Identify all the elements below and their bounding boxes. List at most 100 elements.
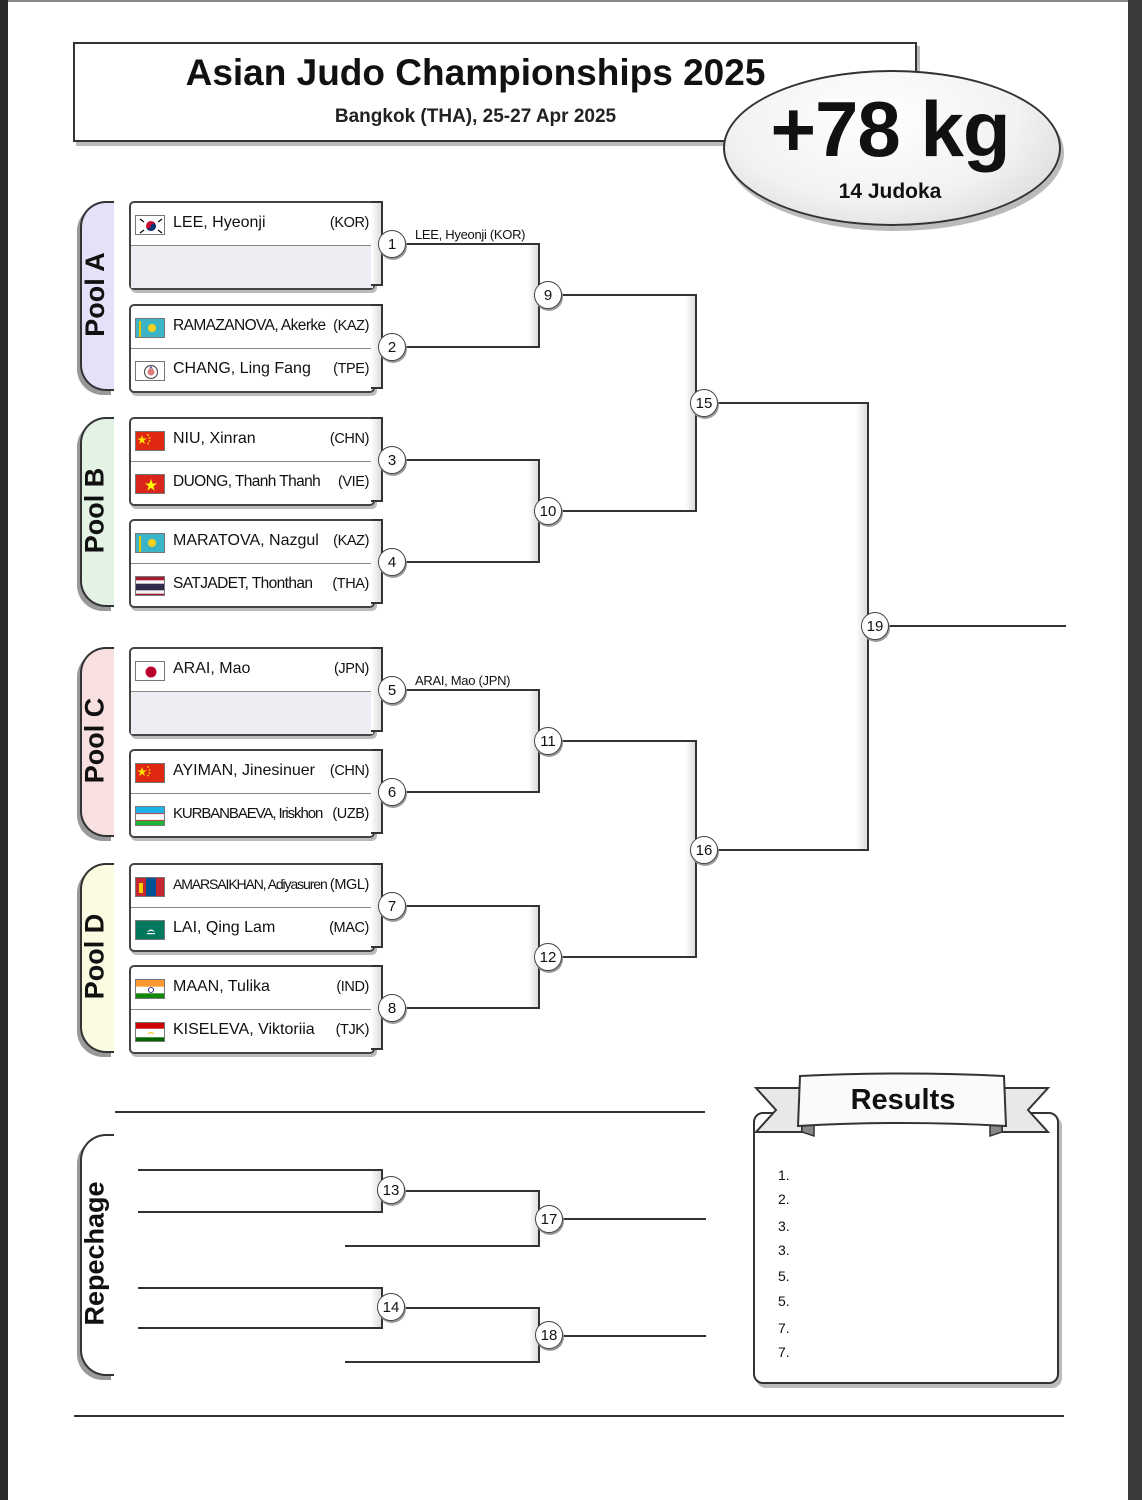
rank-1: 1. [778, 1167, 790, 1183]
contest-number-12[interactable]: 12 [534, 943, 562, 971]
contest-number-8[interactable]: 8 [378, 994, 406, 1022]
line-final-out [869, 625, 1066, 627]
competitor-row[interactable]: LEE, Hyeonji (KOR) [131, 203, 373, 246]
competitor-country: (MAC) [329, 920, 369, 936]
vie-flag-icon [135, 474, 165, 494]
competitor-row[interactable]: KISELEVA, Viktoriia (TJK) [131, 1010, 373, 1052]
repechage-separator [115, 1111, 705, 1113]
pool-c-label: Pool C [79, 697, 110, 783]
competitor-name: LAI, Qing Lam [173, 919, 276, 936]
competitor-row[interactable]: RAMAZANOVA, Akerke (KAZ) [131, 306, 373, 349]
contest-number-4[interactable]: 4 [378, 548, 406, 576]
pool-a-label-wrap: Pool A [78, 201, 112, 387]
competitor-country: (KAZ) [333, 318, 369, 334]
competitor-row[interactable]: SATJADET, Thonthan (THA) [131, 564, 373, 606]
advance-label-contest-5: ARAI, Mao (JPN) [415, 673, 511, 688]
contest-number-13[interactable]: 13 [377, 1176, 405, 1204]
competitor-country: (MGL) [329, 877, 369, 893]
contest-1-pair: LEE, Hyeonji (KOR) [129, 201, 375, 290]
rep-line-13-b [138, 1211, 373, 1213]
results-ribbon-icon [753, 1072, 1051, 1138]
competitor-country: (KOR) [329, 215, 369, 231]
competitor-row[interactable]: MARATOVA, Nazgul (KAZ) [131, 521, 373, 564]
contest-number-7[interactable]: 7 [378, 892, 406, 920]
line-contest-9-out [540, 294, 686, 296]
pool-d-label: Pool D [79, 913, 110, 999]
competitor-name: KISELEVA, Viktoriia [173, 1021, 315, 1038]
contest-number-18[interactable]: 18 [535, 1321, 563, 1349]
competitor-row[interactable]: CHANG, Ling Fang (TPE) [131, 349, 373, 391]
rep-line-14-a [138, 1287, 373, 1289]
competitor-row[interactable]: DUONG, Thanh Thanh (VIE) [131, 462, 373, 504]
contest-number-11[interactable]: 11 [534, 727, 562, 755]
contest-number-6[interactable]: 6 [378, 778, 406, 806]
competitor-row[interactable]: MAAN, Tulika (IND) [131, 967, 373, 1010]
line-contest-4-out [383, 561, 529, 563]
rep-line-14-b [138, 1327, 373, 1329]
line-contest-10-out [540, 510, 686, 512]
contest-number-1[interactable]: 1 [378, 230, 406, 258]
pool-b-tab [80, 417, 114, 607]
empty-slot [131, 246, 373, 288]
ind-flag-icon [135, 979, 165, 999]
line-contest-7-out [383, 905, 529, 907]
competitor-row[interactable]: NIU, Xinran (CHN) [131, 419, 373, 462]
pool-b-label: Pool B [79, 467, 110, 553]
pool-d-label-wrap: Pool D [78, 863, 112, 1049]
line-contest-8-out [383, 1007, 529, 1009]
line-contest-17-out [540, 1218, 706, 1220]
line-contest-6-out [383, 791, 529, 793]
results-title: Results [850, 1084, 956, 1116]
competitor-row[interactable]: AYIMAN, Jinesinuer (CHN) [131, 751, 373, 794]
rank-7a: 7. [778, 1320, 790, 1336]
rank-7b: 7. [778, 1344, 790, 1360]
weight-category: +78 kg [770, 85, 1010, 173]
competitor-country: (KAZ) [333, 533, 369, 549]
pool-a-tab [80, 201, 114, 391]
contest-number-14[interactable]: 14 [377, 1293, 405, 1321]
contest-number-15[interactable]: 15 [690, 389, 718, 417]
line-contest-5-out [383, 689, 529, 691]
advance-label-contest-1: LEE, Hyeonji (KOR) [415, 227, 526, 242]
line-contest-16-out [697, 849, 857, 851]
contest-3-pair: NIU, Xinran (CHN) DUONG, Thanh Thanh (VI… [129, 417, 375, 506]
contest-number-3[interactable]: 3 [378, 446, 406, 474]
uzb-flag-icon [135, 806, 165, 826]
chn-flag-icon [135, 763, 165, 783]
competitor-name: RAMAZANOVA, Akerke [173, 317, 326, 334]
competitor-name: ARAI, Mao [173, 660, 251, 677]
competitor-name: SATJADET, Thonthan [173, 575, 313, 592]
contest-number-9[interactable]: 9 [534, 281, 562, 309]
contest-number-2[interactable]: 2 [378, 333, 406, 361]
competitor-row[interactable]: ARAI, Mao (JPN) [131, 649, 373, 692]
mac-flag-icon [135, 920, 165, 940]
pool-c-label-wrap: Pool C [78, 647, 112, 833]
competitor-row[interactable]: LAI, Qing Lam (MAC) [131, 908, 373, 950]
contest-number-19[interactable]: 19 [861, 612, 889, 640]
kaz-flag-icon [135, 318, 165, 338]
contest-number-16[interactable]: 16 [690, 836, 718, 864]
contest-number-10[interactable]: 10 [534, 497, 562, 525]
competitor-row[interactable]: AMARSAIKHAN, Adiyasuren (MGL) [131, 865, 373, 908]
contest-7-pair: AMARSAIKHAN, Adiyasuren (MGL) LAI, Qing … [129, 863, 375, 952]
contest-number-17[interactable]: 17 [535, 1205, 563, 1233]
competitor-country: (VIE) [337, 474, 369, 490]
top-edge [0, 0, 1142, 2]
contest-number-5[interactable]: 5 [378, 676, 406, 704]
line-contest-18-out [540, 1335, 706, 1337]
competitor-row[interactable]: KURBANBAEVA, Iriskhon (UZB) [131, 794, 373, 836]
competitor-name: NIU, Xinran [173, 430, 256, 447]
contest-2-pair: RAMAZANOVA, Akerke (KAZ) CHANG, Ling Fan… [129, 304, 375, 393]
competitor-country: (THA) [332, 576, 369, 592]
competitor-name: MARATOVA, Nazgul [173, 532, 319, 549]
tpe-flag-icon [135, 361, 165, 381]
kaz-flag-icon [135, 533, 165, 553]
competitor-country: (UZB) [332, 806, 369, 822]
competitor-name: DUONG, Thanh Thanh [173, 473, 321, 490]
line-contest-3-out [383, 459, 529, 461]
line-contest-1-out [383, 243, 529, 245]
line-contest-12-out [540, 956, 686, 958]
rank-3a: 3. [778, 1218, 790, 1234]
repechage-tab [80, 1134, 114, 1376]
